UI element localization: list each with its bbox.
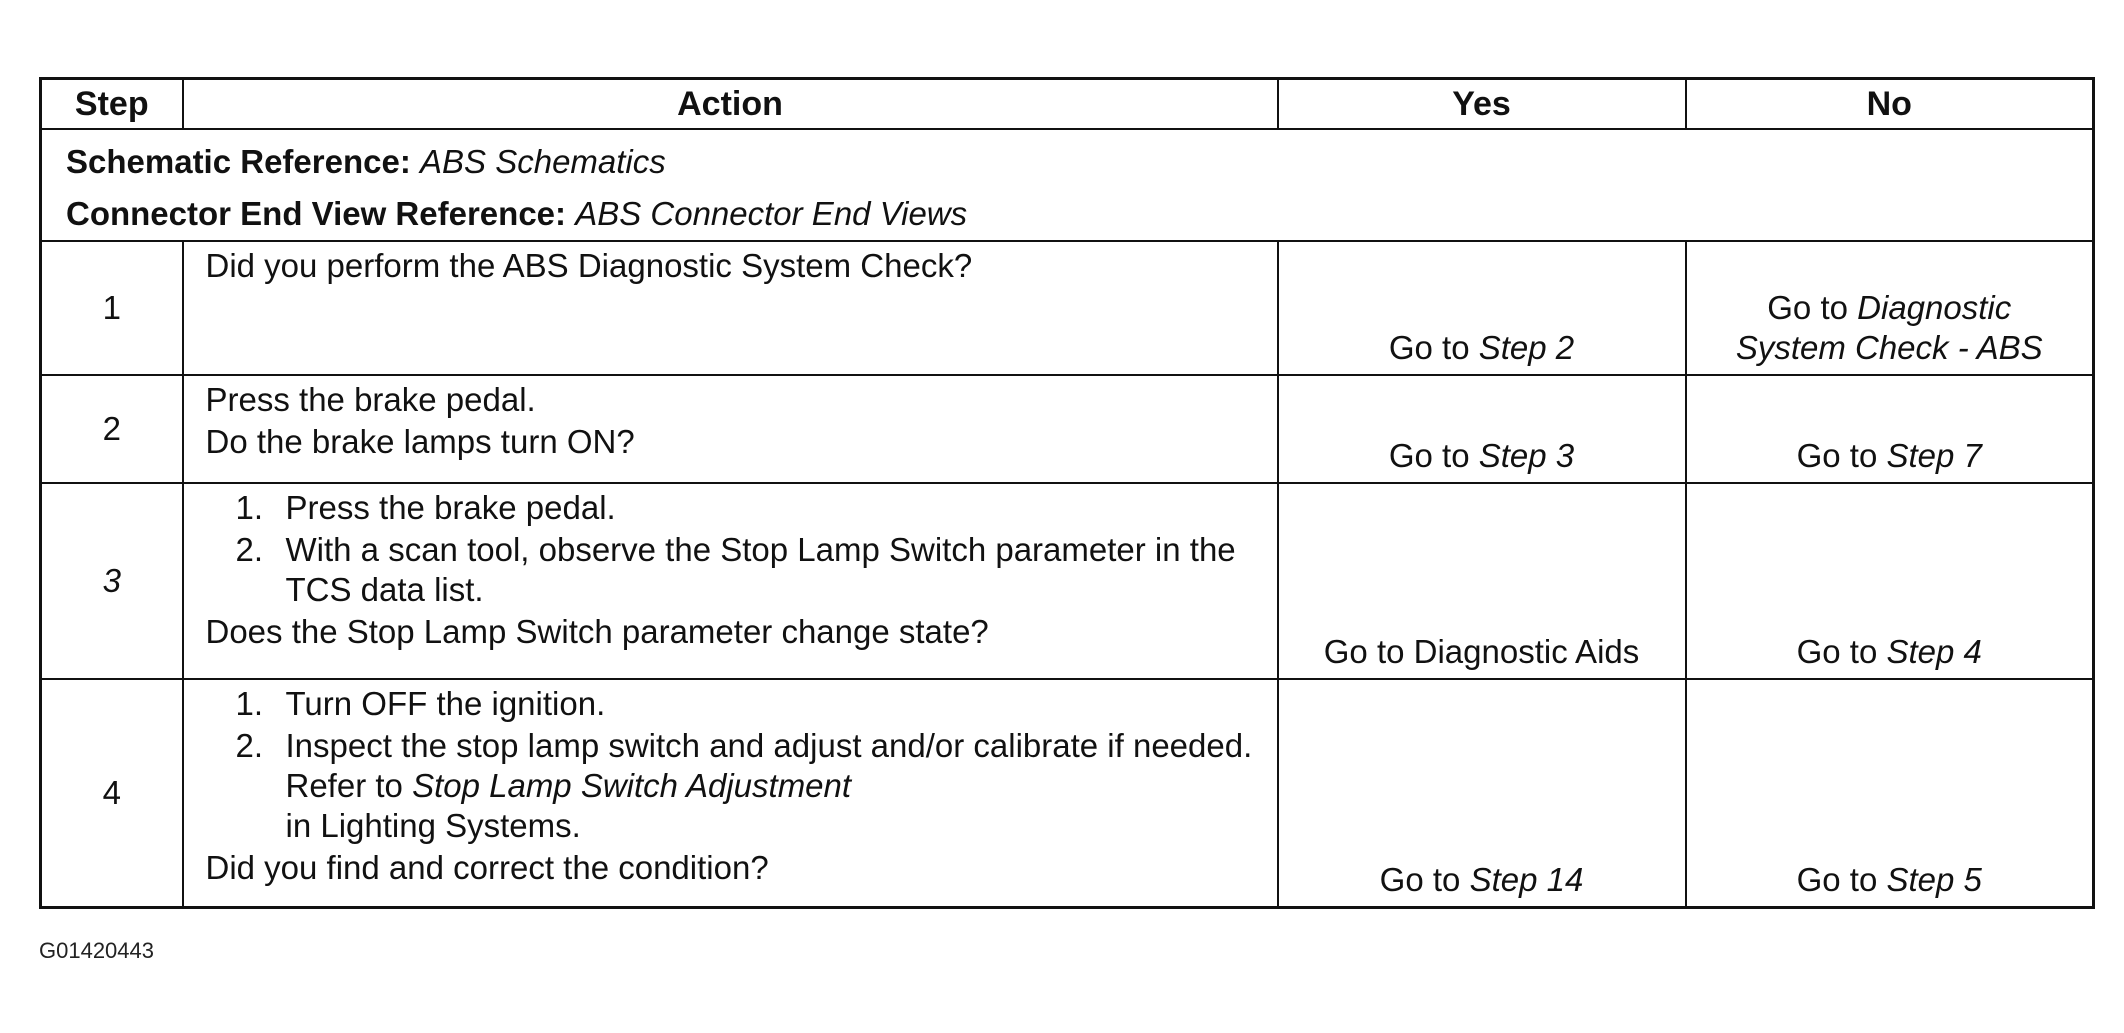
- list-item-number: 1.: [235, 489, 264, 526]
- no-link-line2[interactable]: System Check - ABS: [1735, 329, 2043, 366]
- no-link-line1[interactable]: Diagnostic: [1857, 289, 2012, 326]
- no-prefix: Go to: [1767, 289, 1848, 326]
- header-row: Step Action Yes No: [39, 77, 2095, 130]
- connector-reference: Connector End View Reference: ABS Connec…: [66, 188, 2092, 240]
- list-item-text-part: in Lighting Systems.: [285, 807, 581, 844]
- connector-reference-label: Connector End View Reference:: [66, 195, 567, 232]
- yes-cell: Go to Step 2: [1276, 240, 1687, 376]
- step-row-4: 4 1. Turn OFF the ignition. 2. Inspect t…: [39, 678, 2095, 908]
- reference-row: Schematic Reference: ABS Schematics Conn…: [39, 128, 2095, 242]
- connector-reference-link[interactable]: ABS Connector End Views: [575, 195, 968, 232]
- action-question: Did you perform the ABS Diagnostic Syste…: [205, 247, 973, 284]
- no-link[interactable]: Step 4: [1886, 633, 1982, 670]
- list-item-number: 1.: [235, 685, 264, 722]
- list-item: 1. Turn OFF the ignition.: [206, 684, 1277, 724]
- yes-cell: Go to Diagnostic Aids: [1276, 482, 1687, 680]
- header-no: No: [1684, 77, 2095, 130]
- step-row-2: 2 Press the brake pedal. Do the brake la…: [39, 374, 2095, 484]
- action-steps-list: 1. Press the brake pedal. 2. With a scan…: [206, 488, 1277, 610]
- list-item-text: With a scan tool, observe the Stop Lamp …: [285, 531, 1236, 608]
- diagnostic-table: Step Action Yes No Schematic Reference: …: [39, 77, 2095, 909]
- yes-link[interactable]: Step 2: [1478, 329, 1575, 366]
- header-action: Action: [181, 77, 1279, 130]
- action-instruction: Press the brake pedal.: [205, 381, 536, 418]
- action-question: Did you find and correct the condition?: [205, 849, 769, 886]
- action-cell: Did you perform the ABS Diagnostic Syste…: [181, 240, 1279, 376]
- step-number: 1: [39, 240, 184, 376]
- list-item-number: 2.: [235, 531, 264, 568]
- action-cell: 1. Press the brake pedal. 2. With a scan…: [181, 482, 1279, 680]
- action-question: Do the brake lamps turn ON?: [205, 423, 635, 460]
- reference-cell: Schematic Reference: ABS Schematics Conn…: [39, 128, 2095, 242]
- yes-link[interactable]: Step 3: [1478, 437, 1575, 474]
- no-prefix: Go to: [1796, 860, 1878, 898]
- yes-cell: Go to Step 3: [1276, 374, 1687, 484]
- no-link[interactable]: Step 7: [1886, 437, 1982, 474]
- schematic-reference-link[interactable]: ABS Schematics: [420, 143, 666, 180]
- figure-id: G01420443: [39, 938, 154, 963]
- list-item: 2. With a scan tool, observe the Stop La…: [206, 530, 1277, 610]
- list-item: 2. Inspect the stop lamp switch and adju…: [206, 726, 1277, 846]
- step-number: 3: [39, 482, 184, 680]
- yes-link[interactable]: Step 14: [1469, 860, 1584, 898]
- list-item-text: Press the brake pedal.: [285, 489, 616, 526]
- yes-prefix: Go to: [1388, 329, 1470, 366]
- no-prefix: Go to: [1796, 437, 1878, 474]
- stop-lamp-adjustment-link[interactable]: Stop Lamp Switch Adjustment: [412, 767, 852, 804]
- no-prefix: Go to: [1796, 633, 1878, 670]
- step-row-1: 1 Did you perform the ABS Diagnostic Sys…: [39, 240, 2095, 376]
- yes-prefix: Go to: [1379, 860, 1461, 898]
- action-cell: Press the brake pedal. Do the brake lamp…: [181, 374, 1279, 484]
- step-number: 2: [39, 374, 184, 484]
- yes-cell: Go to Step 14: [1276, 678, 1687, 908]
- header-yes: Yes: [1276, 77, 1687, 130]
- no-link[interactable]: Step 5: [1886, 860, 1982, 898]
- yes-prefix: Go to: [1388, 437, 1470, 474]
- action-steps-list: 1. Turn OFF the ignition. 2. Inspect the…: [206, 684, 1277, 846]
- action-cell: 1. Turn OFF the ignition. 2. Inspect the…: [181, 678, 1279, 908]
- no-cell: Go to Diagnostic System Check - ABS: [1684, 240, 2095, 376]
- schematic-reference: Schematic Reference: ABS Schematics: [66, 136, 2092, 188]
- no-cell: Go to Step 4: [1684, 482, 2095, 680]
- list-item-text-part: Inspect the stop lamp switch and adjust …: [285, 727, 1253, 804]
- list-item-text: Inspect the stop lamp switch and adjust …: [286, 726, 1277, 846]
- schematic-reference-label: Schematic Reference:: [66, 143, 411, 180]
- yes-link[interactable]: Go to Diagnostic Aids: [1323, 633, 1640, 670]
- header-step: Step: [39, 77, 184, 130]
- list-item-number: 2.: [235, 727, 264, 764]
- step-row-3: 3 1. Press the brake pedal. 2. With a sc…: [39, 482, 2095, 680]
- no-cell: Go to Step 5: [1684, 678, 2095, 908]
- step-number: 4: [39, 678, 184, 908]
- list-item-text: Turn OFF the ignition.: [285, 685, 606, 722]
- list-item: 1. Press the brake pedal.: [206, 488, 1277, 528]
- action-question: Does the Stop Lamp Switch parameter chan…: [205, 613, 989, 650]
- no-cell: Go to Step 7: [1684, 374, 2095, 484]
